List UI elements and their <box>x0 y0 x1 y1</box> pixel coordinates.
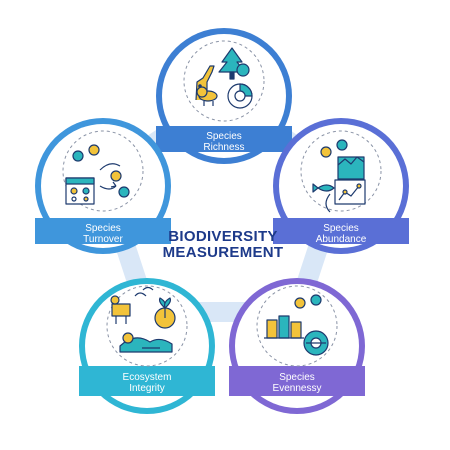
title-line-1: BIODIVERSITY <box>168 228 278 245</box>
label-line-1: Species <box>279 372 315 383</box>
label-line-1: Species <box>206 131 242 142</box>
label-line-2: Turnover <box>83 234 123 245</box>
circle-species-evenness <box>229 278 365 414</box>
label-ecosystem-integrity: Ecosystem Integrity <box>99 372 195 394</box>
label-line-2: Abundance <box>315 234 367 245</box>
label-species-evenness: Species Evennessy <box>249 372 345 394</box>
label-species-abundance: Species Abundance <box>293 223 389 245</box>
label-species-turnover: Species Turnover <box>55 223 151 245</box>
label-line-2: Integrity <box>129 383 165 394</box>
title-line-2: MEASUREMENT <box>162 244 284 261</box>
label-line-1: Species <box>85 223 121 234</box>
label-species-richness: Species Richness <box>176 131 272 153</box>
label-line-1: Ecosystem <box>122 372 172 383</box>
label-line-2: Evennessy <box>272 383 322 394</box>
balance-scale-icon <box>264 294 329 356</box>
circle-species-turnover <box>35 118 171 254</box>
animals-tree-pie-icon <box>195 47 253 109</box>
label-line-2: Richness <box>203 142 245 153</box>
calendar-cycle-icon <box>65 144 130 205</box>
circle-species-richness <box>156 28 292 164</box>
chart-distribution-icon <box>312 139 366 213</box>
label-line-1: Species <box>323 223 359 234</box>
diagram-title: BIODIVERSITY MEASUREMENT <box>148 229 298 261</box>
ecosystem-hands-icon <box>110 286 176 353</box>
